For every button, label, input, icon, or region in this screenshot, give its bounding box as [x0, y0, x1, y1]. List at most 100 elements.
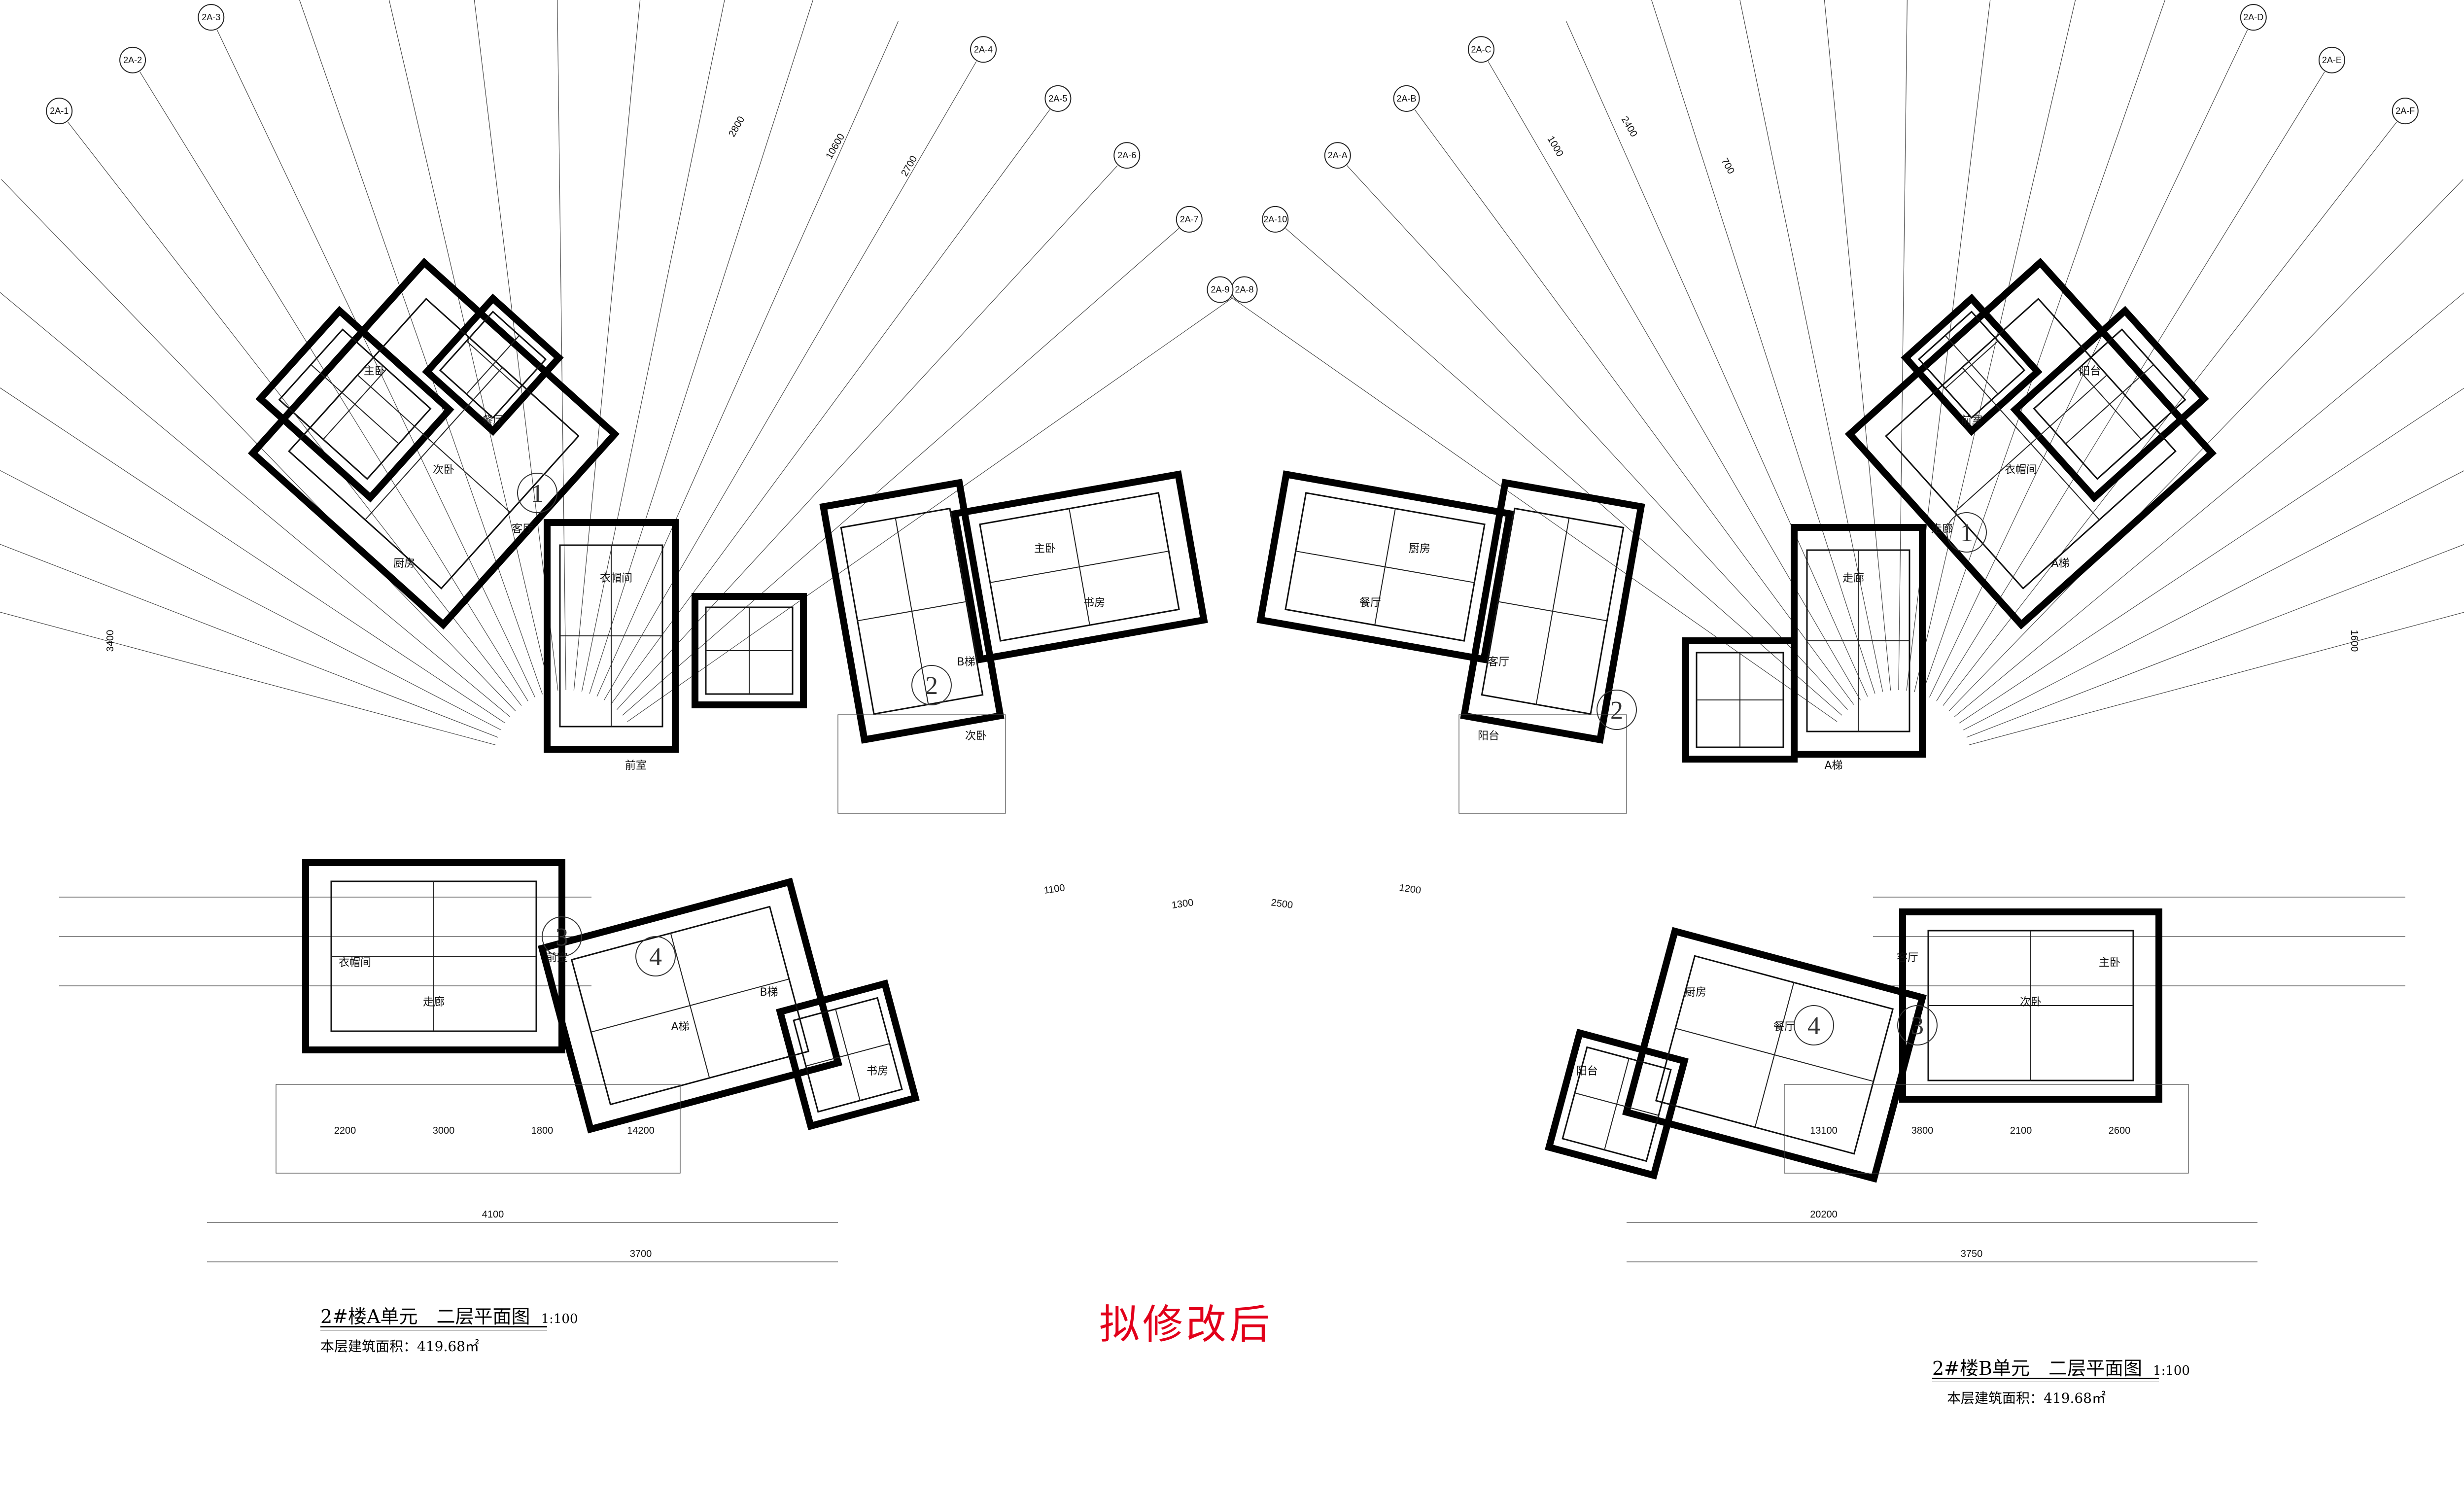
room-label: 客厅: [512, 523, 533, 535]
unit-2-bedrooms-inner-group: [979, 492, 1180, 642]
axis-line: [1954, 292, 2464, 717]
axis-bubble-circle: [1176, 206, 1203, 233]
axis-bubble-circle: [1262, 206, 1289, 233]
core-stair-b-inner-group: [1806, 549, 1910, 732]
core-stair-a-group: [544, 519, 679, 753]
unit-2-right-partition-h: [1498, 601, 1607, 622]
room-label: A梯: [671, 1021, 689, 1033]
axis-bubble-circle: [2392, 98, 2419, 125]
unit-1-bath-r: [1901, 293, 2043, 436]
elevator-b: [1682, 637, 1798, 763]
dimension-value: 2200: [334, 1125, 356, 1136]
core-stair-a-inner-group: [559, 544, 663, 728]
unit-3-right-group: [1899, 908, 2162, 1103]
axis-line: [0, 470, 502, 731]
left-plan-area: 本层建筑面积：419.68㎡: [320, 1338, 479, 1355]
room-label: 书房: [1083, 597, 1105, 609]
dimension-value: 14200: [627, 1125, 655, 1136]
room-label: B梯: [957, 656, 975, 668]
room-label: 厨房: [1409, 543, 1430, 555]
axis-line: [0, 387, 506, 724]
unit-number-circle: [1897, 1005, 1938, 1045]
axis-bubble-circle: [1113, 142, 1141, 169]
axis-line: [1963, 470, 2464, 731]
axis-grid-lines: [0, 0, 2464, 1262]
room-label: 餐厅: [1773, 1021, 1795, 1033]
axis-line: [1936, 71, 2325, 701]
axis-line: [0, 544, 498, 738]
axis-bubble-circle: [970, 36, 997, 63]
unit-4-left: [538, 877, 842, 1134]
axis-bubble-circle: [1324, 142, 1351, 169]
axis-line: [627, 297, 1233, 722]
unit-number: 1: [1960, 519, 1973, 547]
unit-4-left-partition-h: [590, 978, 790, 1033]
axis-line: [1231, 297, 1838, 722]
core-stair-a: [544, 519, 679, 753]
elevator-b-inner-group: [1696, 652, 1784, 748]
elevator-a: [692, 593, 807, 708]
axis-bubble-label: 2A-A: [1328, 150, 1348, 160]
unit-4-bedroom-group: [776, 979, 920, 1130]
balcony-outline: [837, 714, 1006, 814]
axis-line: [0, 292, 511, 717]
axis-line: [1959, 387, 2464, 724]
unit-1-bath: [422, 293, 564, 436]
left-plan-title-text: 2#楼A单元 二层平面图: [320, 1306, 530, 1327]
axis-bubble-label: 2A-5: [1048, 94, 1067, 104]
axis-line: [622, 228, 1180, 716]
axis-line: [604, 61, 977, 700]
room-label: 阳台: [1576, 1065, 1598, 1078]
dimension-value: 2600: [2109, 1125, 2131, 1136]
dimension-value: 3800: [1911, 1125, 1934, 1136]
unit-4-bedroom-r-inner-group: [1562, 1046, 1672, 1162]
room-label: A梯: [1824, 760, 1842, 772]
axis-bubble-label: 2A-1: [50, 106, 69, 116]
room-label: 衣帽间: [600, 572, 632, 585]
unit-1-bath-r-partition-h: [1944, 335, 1999, 395]
axis-line: [581, 0, 725, 692]
room-label: 厨房: [1685, 986, 1706, 999]
unit-number: 4: [649, 943, 662, 971]
unit-number-circle: [542, 916, 582, 957]
axis-bubble-label: 2A-B: [1397, 94, 1417, 104]
unit-4-right-partition-h: [1675, 1028, 1874, 1082]
room-label: B梯: [760, 986, 778, 999]
unit-2-bedrooms-r-group: [1256, 470, 1514, 663]
elevator-b-group: [1682, 637, 1798, 763]
axis-line: [0, 612, 496, 745]
axis-bubble-circle: [46, 98, 73, 125]
dimension-value: 3400: [105, 630, 116, 652]
unit-2-left-group: [819, 479, 1005, 744]
axis-line: [1414, 109, 1854, 705]
building-walls: [247, 257, 2217, 1183]
dimension-value: 1800: [531, 1125, 554, 1136]
right-plan-area: 本层建筑面积：419.68㎡: [1947, 1390, 2106, 1406]
axis-line: [1347, 165, 1848, 710]
unit-number: 2: [1610, 696, 1623, 725]
axis-line: [139, 71, 528, 701]
unit-number-circle: [911, 665, 952, 705]
room-label: 次卧: [2020, 996, 2042, 1009]
unit-number: 3: [555, 923, 568, 951]
dimension-value: 2800: [727, 114, 747, 139]
unit-4-right: [1622, 927, 1927, 1183]
unit-1-left-partition-h: [365, 367, 503, 521]
room-label: 次卧: [965, 730, 987, 742]
dimension-value: 2100: [2010, 1125, 2032, 1136]
unit-1-left: [247, 257, 620, 630]
unit-4-right-inner-group: [1655, 955, 1894, 1155]
axis-bubble-circle: [198, 4, 225, 31]
axis-bubble-label: 2A-2: [123, 55, 142, 65]
room-label: 主卧: [364, 365, 385, 378]
left-plan-scale: 1:100: [541, 1312, 578, 1326]
axis-line: [1651, 0, 1875, 694]
dimension-value: 1600: [2349, 630, 2360, 652]
room-label: 餐厅: [1359, 597, 1381, 609]
unit-4-left-group: [538, 877, 842, 1134]
dimension-value: 2400: [1619, 114, 1639, 139]
axis-line: [557, 0, 566, 691]
dimension-value: 4100: [482, 1209, 504, 1220]
room-labels: 主卧次卧客厅餐厅厨房阳台衣帽间走廊前室A梯B梯书房主卧次卧客厅餐厅厨房阳台衣帽间…: [339, 365, 2120, 1078]
